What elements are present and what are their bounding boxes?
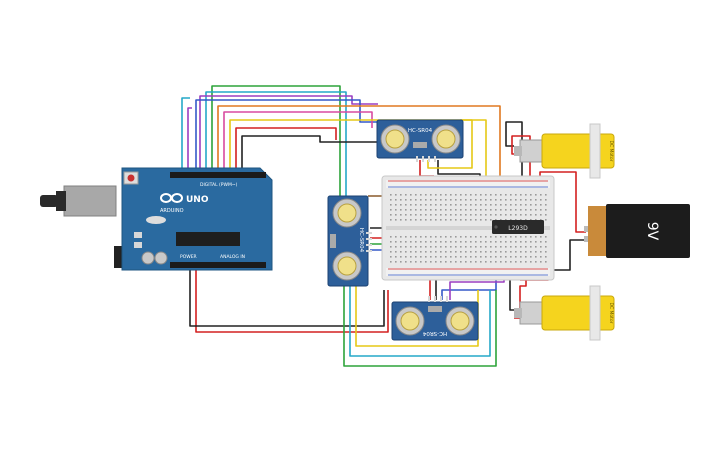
analog-header — [170, 262, 266, 268]
microcontroller-chip — [176, 232, 240, 246]
dc-motor-bottom[interactable]: DC Motor — [514, 285, 615, 341]
ultrasonic-sensor-bottom[interactable]: HC-SR04 — [391, 296, 479, 341]
motor-bottom-label: DC Motor — [608, 302, 614, 323]
wire-red-bottom[interactable] — [195, 270, 389, 333]
ultrasonic-sensor-left[interactable]: HC-SR04 — [327, 195, 372, 287]
wire-blue-top[interactable] — [195, 99, 378, 172]
wire-orange-top[interactable] — [217, 105, 501, 190]
analog-label: ANALOG IN — [220, 254, 245, 260]
wire-s3-green[interactable] — [343, 252, 497, 367]
motor-top-label: DC Motor — [608, 140, 614, 161]
wire-black-bottom[interactable] — [189, 270, 385, 327]
wire-purple-top-2[interactable] — [187, 107, 192, 172]
wire-batt-red[interactable] — [539, 171, 586, 233]
dc-motor-top[interactable]: DC Motor — [514, 123, 615, 179]
battery-9v[interactable]: 9V — [584, 204, 690, 258]
breadboard — [381, 175, 555, 281]
arduino-brand: ARDUINO — [160, 208, 184, 214]
wire-green-top[interactable] — [211, 85, 341, 200]
digital-header — [170, 172, 266, 178]
wire-yellow-top[interactable] — [229, 119, 487, 200]
wire-black-top[interactable] — [241, 135, 378, 172]
arduino-board[interactable]: UNO ARDUINO DIGITAL (PWM~) POWER ANALOG … — [40, 167, 273, 271]
wire-purple-top[interactable] — [199, 95, 378, 172]
driver-label: L293D — [508, 225, 528, 232]
breadboard-holes — [390, 194, 547, 263]
sensor-top-label: HC-SR04 — [408, 128, 433, 134]
wire-cyan-top-2[interactable] — [181, 97, 190, 172]
motor-driver-chip[interactable]: L293D — [492, 220, 544, 234]
sensor-left-label: HC-SR04 — [358, 228, 364, 253]
ultrasonic-sensor-top[interactable]: HC-SR04 — [376, 119, 464, 162]
arduino-logo-text: UNO — [186, 195, 209, 205]
wire-s1-trig[interactable] — [427, 119, 473, 169]
battery-label: 9V — [644, 222, 660, 241]
digital-label: DIGITAL (PWM~) — [200, 182, 238, 188]
arduino-logo-icon — [160, 193, 183, 203]
sensor-bottom-label: HC-SR04 — [422, 330, 447, 336]
usb-port — [63, 185, 117, 217]
power-label: POWER — [180, 254, 197, 260]
wire-cyan-top[interactable] — [205, 91, 347, 210]
wire-s3-cyan[interactable] — [349, 250, 491, 357]
wire-red-top[interactable] — [235, 127, 337, 172]
